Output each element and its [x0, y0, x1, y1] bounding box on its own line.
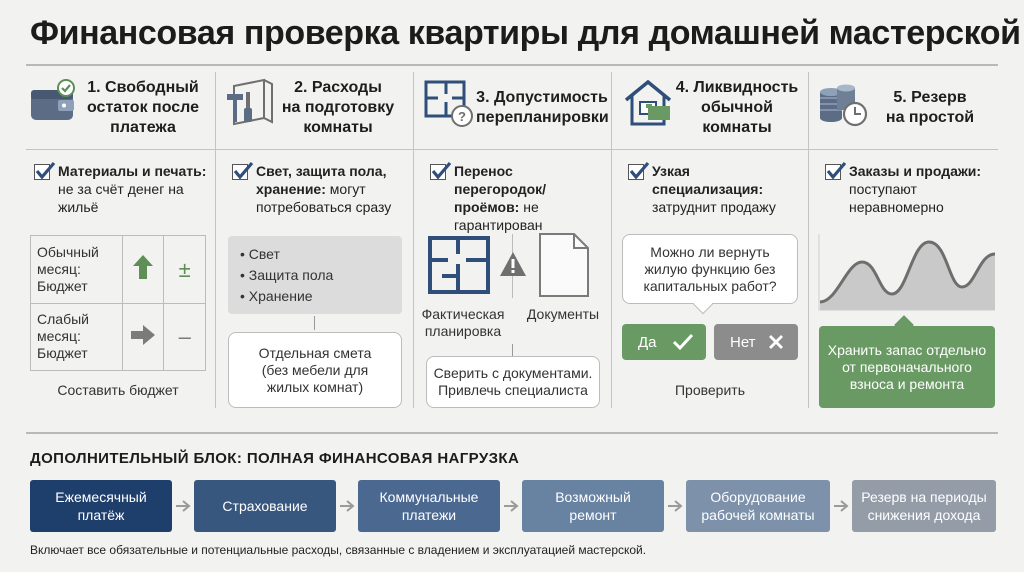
no-label: Нет	[730, 333, 756, 351]
column-divider	[611, 72, 612, 408]
column-divider	[215, 72, 216, 408]
documents-label: Документы	[526, 306, 600, 322]
question-bubble: Можно ли вернуть жилую функцию без капит…	[622, 234, 798, 304]
checklist-item[interactable]: Свет, защита пола, хранение: могут потре…	[232, 161, 405, 216]
footnote: Включает все обязательные и потенциальны…	[30, 543, 647, 557]
tools-icon	[224, 78, 274, 131]
arrow-right-icon	[121, 302, 165, 371]
column-divider	[413, 72, 414, 408]
floorplan-question-icon: ?	[424, 78, 474, 133]
column-divider	[808, 72, 809, 408]
check-note: затруднит продажу	[652, 199, 776, 215]
yes-label: Да	[638, 333, 657, 351]
expense-list: • Свет • Защита пола • Хранение	[228, 236, 402, 314]
column-downtime-reserve: 5. Резерв на простой Заказы и продажи: п…	[809, 70, 999, 410]
check-label: Заказы и продажи:	[849, 163, 982, 179]
table-cell-label: Обычный месяц: Бюджет	[30, 235, 123, 304]
column-free-balance: 1. Свободный остаток после платежа Матер…	[18, 70, 215, 410]
document-icon	[538, 232, 590, 303]
warning-icon	[498, 250, 528, 283]
table-row: Обычный месяц: Бюджет ±	[30, 235, 206, 304]
checklist-item[interactable]: Перенос перегородок/проёмов: не гарантир…	[430, 161, 603, 234]
checkbox-icon[interactable]	[825, 161, 847, 180]
column-room-costs: 2. Расходы на подготовку комнаты Свет, з…	[216, 70, 413, 410]
check-note: не за счёт денег на жильё	[58, 181, 184, 215]
checklist-item[interactable]: Материалы и печать: не за счёт денег на …	[34, 161, 207, 216]
verify-docs-bubble: Сверить с документами. Привлечь специали…	[426, 356, 600, 408]
arrow-right-icon	[176, 500, 191, 512]
coins-clock-icon	[817, 78, 869, 133]
checkbox-icon[interactable]	[232, 161, 254, 180]
minus-icon: –	[163, 302, 206, 371]
yes-button[interactable]: Да	[622, 324, 706, 360]
checkbox-icon[interactable]	[34, 161, 56, 180]
section-divider	[26, 432, 998, 434]
actual-plan-label: Фактическая планировка	[421, 306, 505, 339]
header-divider	[26, 149, 998, 150]
arrow-right-icon	[340, 500, 355, 512]
checkbox-icon[interactable]	[628, 161, 650, 180]
list-item: • Свет	[240, 246, 280, 262]
list-item: • Защита пола	[240, 267, 334, 283]
check-note: не гарантирован	[454, 199, 543, 233]
house-icon	[622, 78, 674, 133]
arrow-right-icon	[834, 500, 849, 512]
check-label: Материалы и печать:	[58, 163, 207, 179]
arrow-up-icon	[121, 235, 165, 304]
column-title: 4. Ликвидность обычной комнаты	[675, 79, 799, 136]
no-button[interactable]: Нет	[714, 324, 798, 360]
close-icon	[769, 335, 783, 349]
checkbox-icon[interactable]	[430, 161, 452, 180]
checklist-item[interactable]: Узкая специализация: затруднит продажу	[628, 161, 800, 216]
flow-step-insurance: Страхование	[194, 480, 336, 532]
column-title: 2. Расходы на подготовку комнаты	[281, 79, 395, 136]
check-label: Перенос перегородок/проёмов:	[454, 163, 547, 215]
check-note: поступают неравномерно	[849, 181, 944, 215]
column-replanning: ? 3. Допустимость перепланировки Перенос…	[414, 70, 611, 410]
check-caption: Проверить	[674, 382, 745, 398]
checklist-item[interactable]: Заказы и продажи: поступают неравномерно	[825, 161, 991, 216]
separate-estimate-bubble: Отдельная смета (без мебели для жилых ко…	[228, 332, 402, 408]
plus-minus-icon: ±	[163, 235, 206, 304]
column-liquidity: 4. Ликвидность обычной комнаты Узкая спе…	[612, 70, 808, 410]
check-label: Свет, защита пола, хранение:	[256, 163, 387, 197]
column-title: 1. Свободный остаток после платежа	[86, 79, 200, 136]
arrow-right-icon	[504, 500, 519, 512]
store-reserve-box: Хранить запас отдельно от первоначальног…	[819, 326, 995, 408]
page-title: Финансовая проверка квартиры для домашне…	[30, 14, 1021, 52]
income-wave-graphic	[817, 232, 997, 317]
list-item: • Хранение	[240, 288, 313, 304]
column-title: 5. Резерв на простой	[885, 89, 975, 126]
arrow-right-icon	[668, 500, 683, 512]
floorplan-icon	[428, 236, 490, 299]
check-label: Узкая специализация:	[652, 163, 764, 197]
table-row: Слабый месяц: Бюджет –	[30, 302, 206, 371]
connector-line	[314, 316, 315, 330]
svg-text:?: ?	[458, 109, 466, 124]
table-cell-label: Слабый месяц: Бюджет	[30, 302, 123, 371]
budget-table: Обычный месяц: Бюджет ± Слабый месяц: Бю…	[30, 235, 206, 371]
column-title: 3. Допустимость перепланировки	[476, 89, 609, 126]
connector-line	[512, 344, 513, 356]
title-divider	[26, 64, 998, 66]
wallet-icon	[28, 78, 78, 129]
check-icon	[672, 333, 694, 351]
extra-block-title: ДОПОЛНИТЕЛЬНЫЙ БЛОК: ПОЛНАЯ ФИНАНСОВАЯ Н…	[30, 450, 520, 467]
make-budget-caption: Составить бюджет	[57, 382, 179, 398]
check-note: могут потребоваться сразу	[256, 181, 392, 215]
